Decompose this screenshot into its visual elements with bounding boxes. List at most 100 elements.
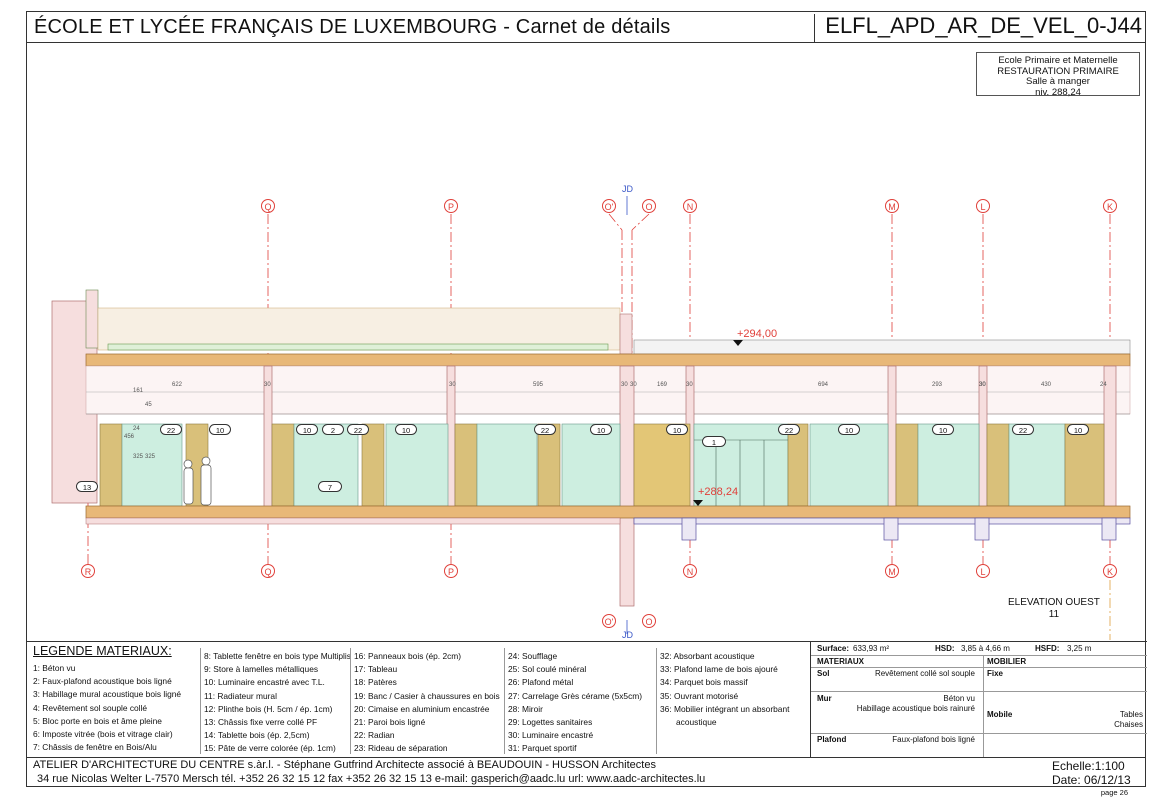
- legend-item: 2: Faux-plafond acoustique bois ligné: [33, 676, 172, 687]
- legend-item: 1: Béton vu: [33, 663, 76, 673]
- material-tag: 10: [296, 424, 318, 435]
- level-marker-low: [693, 500, 703, 506]
- hsd-label: HSD:: [935, 644, 955, 653]
- dimension-label: 30: [979, 382, 986, 388]
- document-title: ÉCOLE ET LYCÉE FRANÇAIS DE LUXEMBOURG - …: [34, 16, 671, 38]
- footer-address: 34 rue Nicolas Welter L-7570 Mersch tél.…: [37, 773, 706, 785]
- mur-label: Mur: [817, 694, 832, 703]
- axis-bubble: K: [1103, 199, 1117, 213]
- material-tag: 1: [702, 436, 726, 447]
- plafond-value: Faux-plafond bois ligné: [892, 735, 975, 744]
- materiaux-header: MATERIAUX: [817, 657, 864, 666]
- legend-item: 6: Imposte vitrée (bois et vitrage clair…: [33, 728, 173, 739]
- room-line-3: Salle à manger: [1026, 76, 1090, 87]
- fixe-label: Fixe: [987, 669, 1004, 678]
- legend-item: 34: Parquet bois massif: [660, 677, 748, 688]
- people-silhouettes: [183, 456, 212, 506]
- vertical-dimension-label: 161: [133, 388, 144, 394]
- legend-item: 33: Plafond lame de bois ajouré: [660, 664, 778, 675]
- document-code: ELFL_APD_AR_DE_VEL_0-J44: [814, 14, 1142, 42]
- legend-item: 26: Plafond métal: [508, 677, 574, 688]
- page-number: page 26: [1100, 788, 1128, 797]
- mobile-value-1: Tables: [1119, 710, 1143, 719]
- surface-label: Surface:: [817, 644, 850, 653]
- legend-item: acoustique: [676, 716, 717, 727]
- axis-jd-bottom: JD: [622, 630, 633, 640]
- elevation-number: 11: [1048, 609, 1060, 620]
- axis-bubble: R: [81, 564, 95, 578]
- legend-item: 7: Châssis de fenêtre en Bois/Alu: [33, 742, 157, 753]
- legend-item: 29: Logettes sanitaires: [508, 716, 593, 727]
- axis-bubble: O: [642, 614, 656, 628]
- material-tag: 22: [534, 424, 556, 435]
- legend-item: 18: Patères: [354, 677, 397, 688]
- axis-bubble: Q: [261, 199, 275, 213]
- room-line-2: RESTAURATION PRIMAIRE: [997, 65, 1119, 77]
- legend-item: 22: Radian: [354, 730, 395, 741]
- elevation-label: ELEVATION OUEST 11: [1008, 597, 1100, 621]
- material-tag: 10: [395, 424, 417, 435]
- dimension-label: 293: [932, 382, 943, 388]
- legend-title: LEGENDE MATERIAUX:: [33, 644, 172, 658]
- legend-item: 19: Banc / Casier à chaussures en bois: [354, 690, 500, 701]
- dimension-label: 622: [172, 382, 183, 388]
- vertical-dimension-label: 325: [145, 454, 156, 460]
- legend-item: 28: Miroir: [508, 703, 543, 714]
- level-low-label: +288,24: [698, 486, 739, 498]
- dimension-label: 169: [657, 382, 668, 388]
- axis-jd-top: JD: [622, 184, 633, 194]
- room-spec-table: Surface: 633,93 m² HSD: 3,85 à 4,66 m HS…: [810, 641, 1147, 758]
- legend-item: 3: Habillage mural acoustique bois ligné: [33, 689, 182, 700]
- dimension-label: 24: [1100, 382, 1107, 388]
- ceiling-zone: [85, 365, 1131, 415]
- material-tag: 7: [318, 481, 342, 492]
- footer-firm: ATELIER D'ARCHITECTURE DU CENTRE s.àr.l.…: [33, 759, 656, 771]
- plafond-label: Plafond: [817, 735, 847, 744]
- material-tag: 22: [1012, 424, 1034, 435]
- level-high-label: +294,00: [737, 328, 778, 340]
- hsfd-value: 3,25 m: [1067, 644, 1092, 653]
- axis-bubble: L: [976, 199, 990, 213]
- mur-value-2: Habillage acoustique bois rainuré: [856, 704, 975, 713]
- dimension-label: 30: [449, 382, 456, 388]
- legend-item: 17: Tableau: [354, 664, 398, 675]
- legend-col-2: 8: Tablette fenêtre en bois type Multipl…: [204, 650, 351, 756]
- axis-bubble: O: [642, 199, 656, 213]
- materials-legend: LEGENDE MATERIAUX: 1: Béton vu 2: Faux-pl…: [27, 641, 810, 758]
- footer: ATELIER D'ARCHITECTURE DU CENTRE s.àr.l.…: [27, 757, 1146, 788]
- legend-item: 11: Radiateur mural: [204, 690, 277, 701]
- dimension-label: 30: [630, 382, 637, 388]
- elevation-drawing: [51, 196, 1131, 640]
- date: Date: 06/12/13: [1052, 773, 1131, 787]
- legend-item: 4: Revêtement sol souple collé: [33, 702, 148, 713]
- upper-slab: [85, 353, 1131, 367]
- foundation-beams: [633, 517, 1131, 541]
- level-marker-high: [733, 340, 743, 346]
- facade-panels: [99, 423, 1105, 507]
- drawing-sheet-frame: [26, 11, 1146, 787]
- legend-item: 8: Tablette fenêtre en bois type Multipl…: [204, 651, 351, 661]
- axis-bubble: N: [683, 199, 697, 213]
- axis-bubble: M: [885, 199, 899, 213]
- scale: Echelle:1:100: [1052, 759, 1125, 773]
- legend-item: 30: Luminaire encastré: [508, 730, 594, 741]
- room-line-4: niv. 288,24: [1035, 86, 1081, 98]
- room-info-box: Ecole Primaire et Maternelle RESTAURATIO…: [976, 52, 1140, 98]
- dimension-label: 30: [686, 382, 693, 388]
- material-tag: 13: [76, 481, 98, 492]
- mobilier-header: MOBILIER: [987, 657, 1027, 666]
- axis-bubble: P: [444, 199, 458, 213]
- material-tag: 2: [322, 424, 344, 435]
- legend-item: 36: Mobilier intégrant un absorbant: [660, 703, 790, 714]
- material-tag: 22: [160, 424, 182, 435]
- dimension-label: 430: [1041, 382, 1052, 388]
- material-tag: 22: [778, 424, 800, 435]
- legend-item: 20: Cimaise en aluminium encastrée: [354, 703, 490, 714]
- sol-value: Revêtement collé sol souple: [874, 669, 975, 678]
- title-bar: ÉCOLE ET LYCÉE FRANÇAIS DE LUXEMBOURG - …: [26, 11, 1146, 43]
- axis-bubble: O': [602, 614, 616, 628]
- axis-bubble: Q: [261, 564, 275, 578]
